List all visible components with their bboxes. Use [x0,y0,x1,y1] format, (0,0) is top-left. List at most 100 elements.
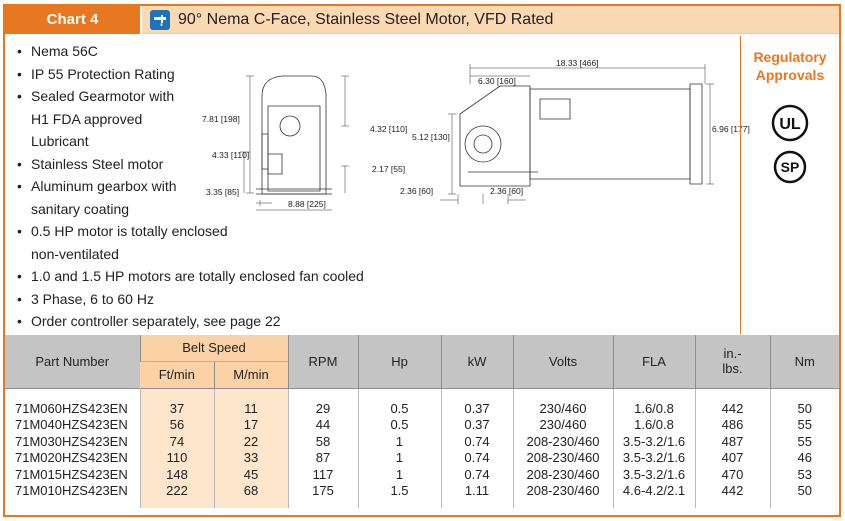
side-view-drawing [256,75,332,195]
dim-overall-length: 18.33 [466] [556,58,599,68]
cell-m: 45 [213,466,288,483]
cell-rpm: 29 [287,388,358,417]
cell-m: 68 [213,483,288,508]
faucet-icon [150,10,170,30]
cell-part: 71M040HZS423EN [15,417,128,432]
cell-inlbs: 487 [694,433,770,450]
feature-item: 0.5 HP motor is totally enclosed non-ven… [17,220,252,265]
cell-ft: 148 [139,466,214,483]
cell-rpm: 175 [287,483,358,508]
dim-top-to-shaft: 4.32 [110] [370,124,407,134]
feature-list: Nema 56C IP 55 Protection Rating Sealed … [17,40,397,333]
cell-nm: 46 [769,450,839,467]
table-row: 71M030HZS423EN 74 22 58 1 0.74 208-230/4… [5,433,839,450]
cell-nm: 53 [769,466,839,483]
csa-certified-icon: SP [773,150,807,184]
table-row: 71M040HZS423EN 56 17 44 0.5 0.37 230/460… [5,417,839,434]
table-row: 71M020HZS423EN 110 33 87 1 0.74 208-230/… [5,450,839,467]
cell-ft: 110 [139,450,214,467]
feature-item: Stainless Steel motor [17,153,397,176]
dim-left: 2.36 [60] [400,186,433,196]
cell-hp: 1.5 [357,483,441,508]
cell-part: 71M030HZS423EN [15,433,128,449]
cell-inlbs: 486 [694,417,770,434]
cell-hp: 1 [357,433,441,450]
cell-rpm: 87 [287,450,358,467]
csa-text: SP [781,159,800,175]
cell-kw: 0.37 [440,388,513,417]
cell-m: 11 [213,388,288,417]
feature-item: 3 Phase, 6 to 60 Hz [17,288,397,311]
dim-right: 2.36 [60] [490,186,523,196]
cell-m: 33 [213,450,288,467]
cell-hp: 0.5 [357,388,441,417]
front-view-drawing [459,83,703,187]
cell-fla: 1.6/0.8 [612,417,695,434]
cell-ft: 74 [139,433,214,450]
cell-ft: 37 [139,388,214,417]
cell-part: 71M020HZS423EN [15,450,128,465]
cell-volts: 230/460 [512,388,613,417]
cell-volts: 230/460 [512,417,613,434]
cell-fla: 1.6/0.8 [612,388,695,417]
cell-part: 71M060HZS423EN [15,400,128,416]
col-m-min: M/min [213,360,288,388]
table-row: 71M015HZS423EN 148 45 117 1 0.74 208-230… [5,466,839,483]
cell-part: 71M015HZS423EN [15,466,128,482]
cell-kw: 0.37 [440,417,513,434]
cell-nm: 50 [769,483,839,508]
dim-base-height: 2.17 [55] [372,164,405,174]
dim-width: 8.88 [225] [288,199,326,209]
dim-motor-diameter: 6.96 [177] [712,124,750,134]
cell-inlbs: 470 [694,466,770,483]
cell-part: 71M010HZS423EN [15,483,128,498]
feature-item: Nema 56C [17,40,397,63]
col-fla: FLA [612,335,695,388]
cell-rpm: 44 [287,417,358,434]
dim-height: 5.12 [130] [412,132,450,142]
cell-ft: 56 [139,417,214,434]
dimension-drawing: 7.81 [198] 4.33 [110] 3.35 [85] 4.32 [11… [202,58,750,211]
cell-volts: 208-230/460 [512,433,613,450]
feature-item: Order controller separately, see page 22 [17,310,397,333]
approvals-title: Regulatory Approvals [753,49,827,83]
dim-height-total: 7.81 [198] [202,114,240,124]
cell-inlbs: 442 [694,483,770,508]
col-belt-speed: Belt Speed [139,335,288,361]
cell-volts: 208-230/460 [512,450,613,467]
feature-item: 1.0 and 1.5 HP motors are totally enclos… [17,265,397,288]
cell-m: 22 [213,433,288,450]
col-rpm: RPM [287,335,358,388]
cell-rpm: 58 [287,433,358,450]
regulatory-approvals: Regulatory Approvals UL SP [740,36,839,334]
cell-kw: 0.74 [440,433,513,450]
cell-nm: 55 [769,417,839,434]
col-part-number: Part Number [5,335,140,388]
cell-hp: 1 [357,450,441,467]
col-hp: Hp [357,335,441,388]
spec-table: Part Number Belt Speed RPM Hp kW Volts F… [5,335,839,508]
cell-hp: 0.5 [357,417,441,434]
cell-fla: 4.6-4.2/2.1 [612,483,695,508]
table-row: 71M060HZS423EN 37 11 29 0.5 0.37 230/460… [5,388,839,417]
title-bar: 90° Nema C-Face, Stainless Steel Motor, … [142,6,839,34]
dim-shaft-height: 4.33 [110] [212,150,249,160]
cell-m: 17 [213,417,288,434]
cell-volts: 208-230/460 [512,466,613,483]
cell-volts: 208-230/460 [512,483,613,508]
feature-item: Aluminum gearbox with sanitary coating [17,175,197,220]
cell-fla: 3.5-3.2/1.6 [612,466,695,483]
table-row: 71M010HZS423EN 222 68 175 1.5 1.11 208-2… [5,483,839,508]
chart-panel: Chart 4 90° Nema C-Face, Stainless Steel… [3,4,841,517]
cell-rpm: 117 [287,466,358,483]
cell-nm: 55 [769,433,839,450]
cell-fla: 3.5-3.2/1.6 [612,450,695,467]
col-in-lbs: in.- lbs. [694,335,770,388]
feature-item: IP 55 Protection Rating [17,63,397,86]
col-nm: Nm [769,335,839,388]
col-ft-min: Ft/min [140,360,214,388]
cell-kw: 1.11 [440,483,513,508]
dim-gear-length: 6.30 [160] [478,76,516,86]
feature-item: Sealed Gearmotor with H1 FDA approved Lu… [17,85,192,153]
cell-ft: 222 [139,483,214,508]
